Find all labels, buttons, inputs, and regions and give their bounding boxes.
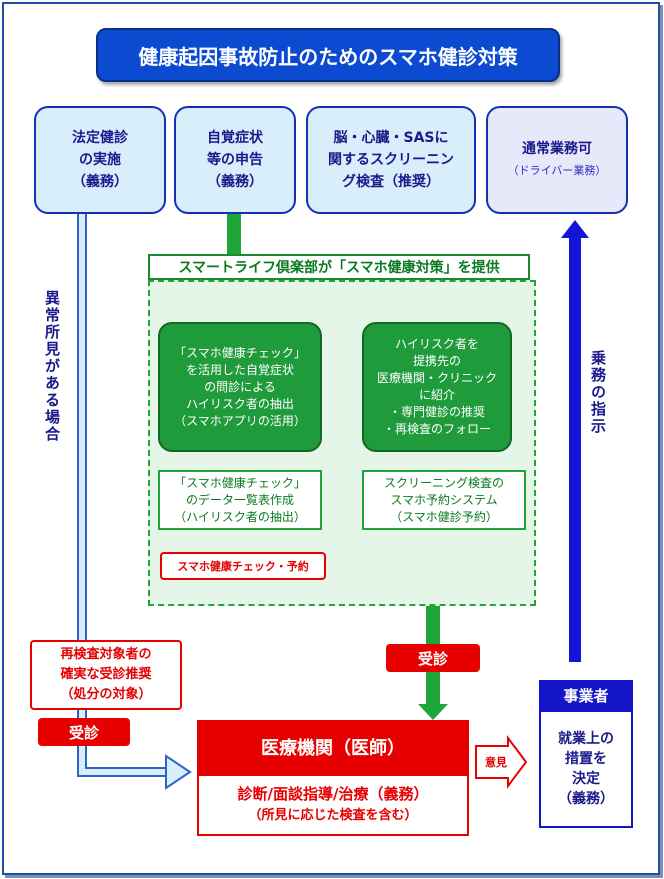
reexam-recommendation-box: 再検査対象者の 確実な受診推奨 （処分の対象） bbox=[30, 640, 182, 710]
screening-line-3: グ検査（推奨） bbox=[342, 174, 440, 190]
green-right-line-2: 提携先の bbox=[412, 354, 461, 368]
normal-duty-label: 通常業務可 bbox=[522, 141, 592, 157]
employer-title: 事業者 bbox=[539, 680, 633, 710]
normal-duty-sub: （ドライバー業務） bbox=[507, 164, 607, 177]
employer-line-4: （義務） bbox=[558, 791, 614, 807]
legal-checkup-box: 法定健診 の実施 （義務） bbox=[34, 106, 166, 214]
green-left-line-2: を活用した自覚症状 bbox=[185, 362, 294, 377]
white-left-line-2: のデータ一覧表作成 bbox=[185, 492, 294, 507]
green-left-line-1: 「スマホ健康チェック」 bbox=[174, 345, 306, 360]
employer-line-3: 決定 bbox=[572, 771, 600, 787]
abnormal-finding-label: 異常所見がある場合 bbox=[43, 290, 61, 443]
smart-life-band: スマートライフ倶楽部が「スマホ健康対策」を提供 bbox=[148, 254, 530, 280]
green-arrow-shaft-top bbox=[227, 214, 241, 254]
green-right-line-4: に紹介 bbox=[418, 388, 455, 402]
self-report-line-2: 等の申告 bbox=[207, 152, 263, 168]
medical-body-line-2: （所見に応じた検査を含む） bbox=[248, 808, 418, 823]
normal-duty-box: 通常業務可 （ドライバー業務） bbox=[486, 106, 628, 214]
opinion-label: 意見 bbox=[485, 756, 507, 769]
blue-up-arrow-head bbox=[561, 220, 589, 238]
health-check-reserve-label: スマホ健康チェック・予約 bbox=[160, 552, 326, 580]
legal-checkup-line-1: 法定健診 bbox=[72, 130, 128, 146]
visit-label-right: 受診 bbox=[386, 644, 480, 672]
reservation-system-box: スクリーニング検査の スマホ予約システム （スマホ健診予約） bbox=[362, 470, 526, 530]
self-report-line-3: （義務） bbox=[207, 174, 263, 190]
green-left-line-3: の問診による bbox=[204, 379, 276, 394]
left-flow-arrowhead bbox=[165, 754, 192, 790]
employer-line-2: 措置を bbox=[565, 751, 607, 767]
left-flow-arrow-fill bbox=[79, 214, 168, 775]
screening-box: 脳・心臓・SASに 関するスクリーニン グ検査（推奨） bbox=[306, 106, 476, 214]
medical-institution-title: 医療機関（医師） bbox=[197, 720, 469, 774]
white-right-line-1: スクリーニング検査の bbox=[383, 475, 504, 490]
legal-checkup-line-2: の実施 bbox=[79, 152, 121, 168]
smartphone-health-check-box: 「スマホ健康チェック」 を活用した自覚症状 の問診による ハイリスク者の抽出 （… bbox=[158, 322, 322, 452]
referral-box: ハイリスク者を 提携先の 医療機関・クリニック に紹介 ・専門健診の推奨 ・再検… bbox=[362, 322, 512, 452]
screening-line-2: 関するスクリーニン bbox=[328, 152, 454, 168]
green-left-line-5: （スマホアプリの活用） bbox=[174, 413, 306, 428]
white-left-line-1: 「スマホ健康チェック」 bbox=[174, 475, 306, 490]
self-report-line-1: 自覚症状 bbox=[207, 130, 263, 146]
reexam-line-2: 確実な受診推奨 bbox=[60, 667, 152, 682]
blue-up-arrow-shaft bbox=[569, 236, 581, 662]
green-arrow-head-down bbox=[418, 704, 448, 720]
white-right-line-2: スマホ予約システム bbox=[390, 492, 498, 507]
self-report-box: 自覚症状 等の申告 （義務） bbox=[174, 106, 296, 214]
employer-line-1: 就業上の bbox=[558, 731, 614, 747]
visit-label-left: 受診 bbox=[38, 718, 130, 746]
white-right-line-3: （スマホ健診予約） bbox=[390, 509, 498, 524]
white-left-line-3: （ハイリスク者の抽出） bbox=[174, 509, 306, 524]
legal-checkup-line-3: （義務） bbox=[72, 174, 128, 190]
reexam-line-1: 再検査対象者の bbox=[60, 647, 152, 662]
green-right-line-6: ・再検査のフォロー bbox=[382, 422, 491, 436]
employer-body: 就業上の 措置を 決定 （義務） bbox=[539, 710, 633, 828]
duty-instruction-label: 乗務の指示 bbox=[589, 350, 607, 435]
page-title: 健康起因事故防止のためのスマホ健診対策 bbox=[96, 28, 560, 82]
green-right-line-5: ・専門健診の推奨 bbox=[388, 405, 485, 419]
opinion-arrow bbox=[475, 735, 528, 789]
green-right-line-1: ハイリスク者を bbox=[395, 337, 479, 351]
medical-institution-body: 診断/面談指導/治療（義務） （所見に応じた検査を含む） bbox=[197, 774, 469, 836]
green-left-line-4: ハイリスク者の抽出 bbox=[186, 396, 294, 411]
medical-body-line-1: 診断/面談指導/治療（義務） bbox=[237, 785, 429, 803]
reexam-line-3: （処分の対象） bbox=[60, 687, 152, 702]
green-right-line-3: 医療機関・クリニック bbox=[376, 371, 497, 385]
screening-line-1: 脳・心臓・SASに bbox=[333, 130, 449, 146]
data-list-box: 「スマホ健康チェック」 のデータ一覧表作成 （ハイリスク者の抽出） bbox=[158, 470, 322, 530]
